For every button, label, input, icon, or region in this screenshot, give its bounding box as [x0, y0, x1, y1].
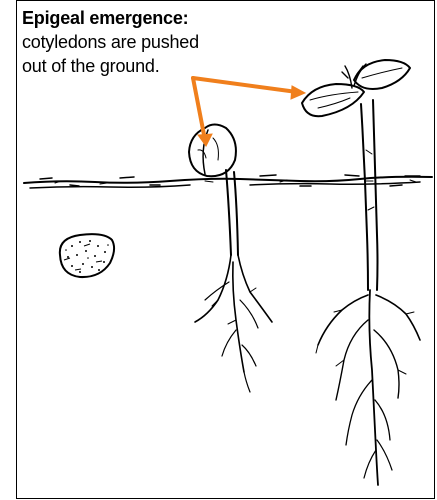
seed-icon	[60, 234, 114, 277]
mature-seedling-icon	[302, 60, 420, 485]
arrow-pointers	[193, 78, 305, 146]
young-seedling-icon	[189, 125, 272, 393]
